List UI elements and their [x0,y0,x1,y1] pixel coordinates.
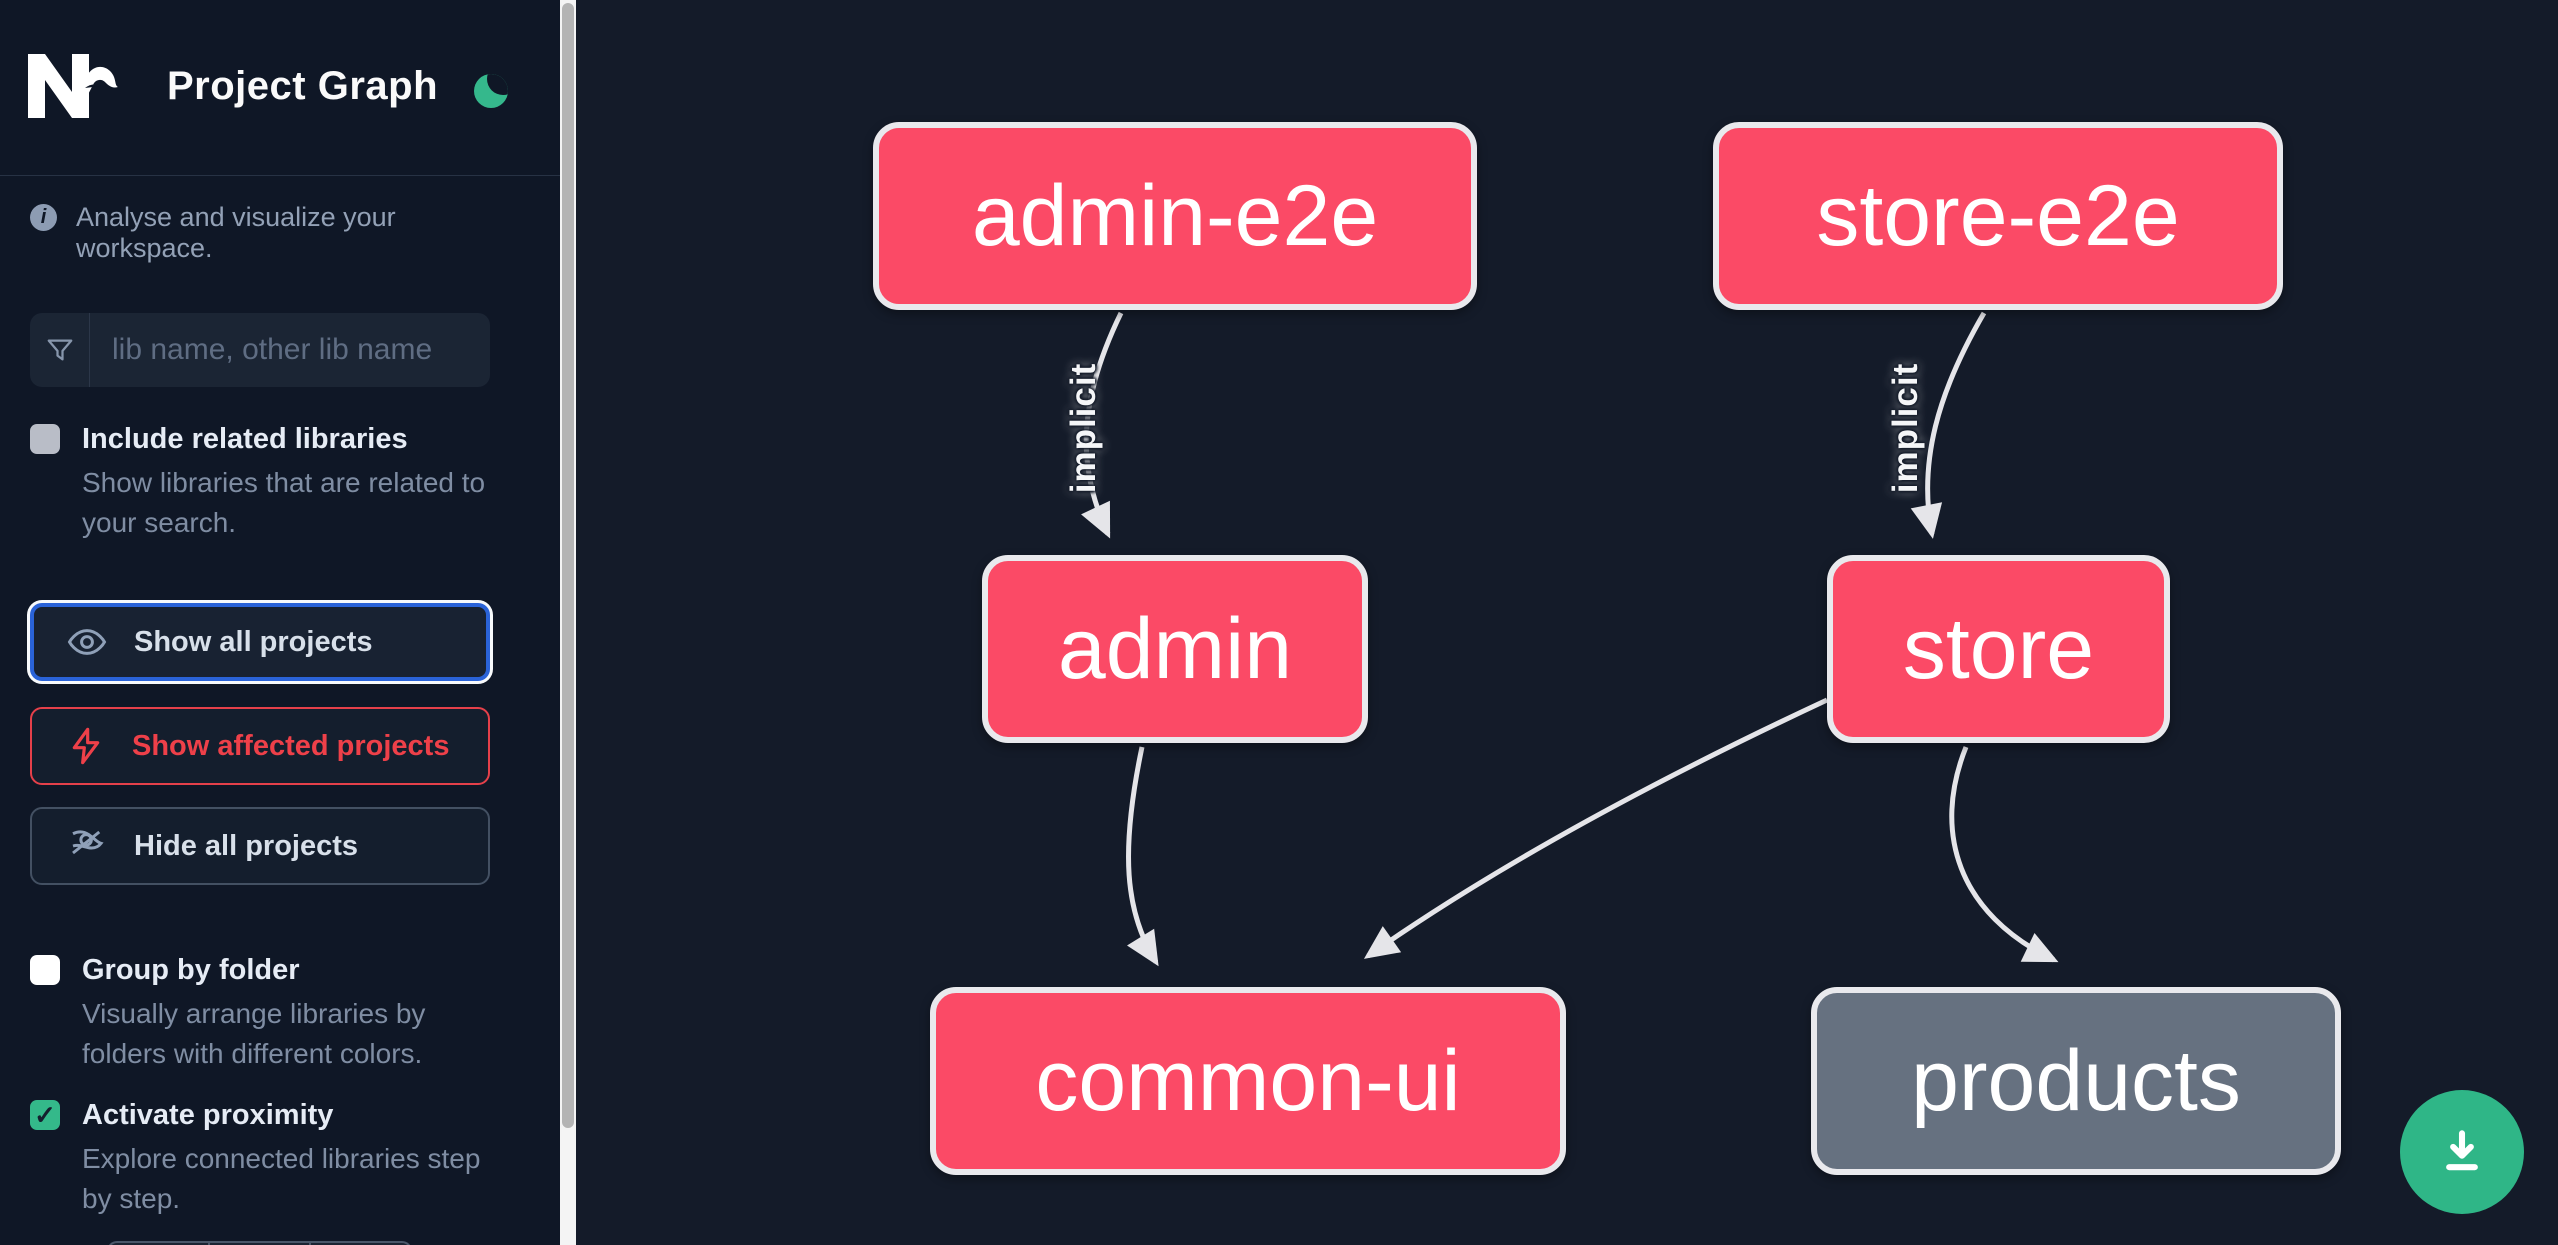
sidebar-header: Project Graph [0,0,560,176]
include-related-label: Include related libraries [82,423,408,455]
group-by-folder-label: Group by folder [82,954,300,986]
edge-label-implicit: implicit [1064,362,1103,494]
search-box [30,313,520,387]
group-by-folder-description: Visually arrange libraries by folders wi… [82,998,426,1069]
show-all-projects-button[interactable]: Show all projects [30,603,490,681]
hide-all-projects-label: Hide all projects [134,829,359,862]
download-button[interactable] [2400,1090,2524,1214]
nx-logo [28,54,118,118]
graph-node-admin-e2e[interactable]: admin-e2e [873,122,1477,310]
graph-node-admin[interactable]: admin [982,555,1368,743]
show-affected-projects-button[interactable]: Show affected projects [30,707,490,785]
info-icon: i [30,204,57,231]
eye-icon [67,629,107,655]
edge-store-common-ui [1363,697,1829,959]
show-all-projects-label: Show all projects [134,625,373,658]
edge-store-products [1949,746,2059,963]
group-by-folder-checkbox[interactable] [30,955,60,985]
tagline-text: Analyse and visualize your workspace. [76,202,396,263]
dependency-edges [1081,311,2059,967]
edge-admin-common-ui [1126,746,1159,967]
tagline: i Analyse and visualize your workspace. [30,202,530,264]
edge-admin-e2e-admin [1081,311,1124,539]
funnel-icon [30,313,90,387]
download-icon [2446,1130,2478,1171]
activate-proximity-label: Activate proximity [82,1099,334,1131]
sidebar-scrollbar[interactable] [560,0,576,1245]
hide-all-projects-button[interactable]: Hide all projects [30,807,490,885]
activate-proximity-checkbox-row[interactable]: ✓ Activate proximity Explore connected l… [30,1097,500,1219]
activate-proximity-description: Explore connected libraries step by step… [82,1143,481,1214]
edge-store-e2e-store [1910,311,1987,539]
moon-icon[interactable] [474,74,508,108]
stepper-segment[interactable] [109,1243,210,1245]
group-by-folder-checkbox-row[interactable]: Group by folder Visually arrange librari… [30,952,500,1074]
edge-label-implicit: implicit [1886,362,1925,494]
activate-proximity-checkbox[interactable]: ✓ [30,1100,60,1130]
proximity-stepper[interactable] [107,1241,412,1245]
graph-canvas[interactable]: admin-e2e store-e2e admin store common-u… [576,0,2558,1245]
bolt-icon [72,727,100,765]
show-affected-projects-label: Show affected projects [132,729,450,762]
include-related-checkbox[interactable] [30,424,60,454]
graph-node-products[interactable]: products [1811,987,2341,1175]
app-title: Project Graph [167,64,439,108]
eye-slash-icon [72,830,104,855]
sidebar-scrollbar-thumb[interactable] [562,3,574,1128]
graph-node-common-ui[interactable]: common-ui [930,987,1566,1175]
graph-node-store[interactable]: store [1827,555,2170,743]
header-divider [0,175,560,176]
sidebar: Project Graph i Analyse and visualize yo… [0,0,560,1245]
graph-node-store-e2e[interactable]: store-e2e [1713,122,2283,310]
include-related-description: Show libraries that are related to your … [82,467,486,538]
include-related-checkbox-row[interactable]: Include related libraries Show libraries… [30,421,500,543]
stepper-segment[interactable] [210,1243,311,1245]
search-input[interactable] [90,313,520,387]
